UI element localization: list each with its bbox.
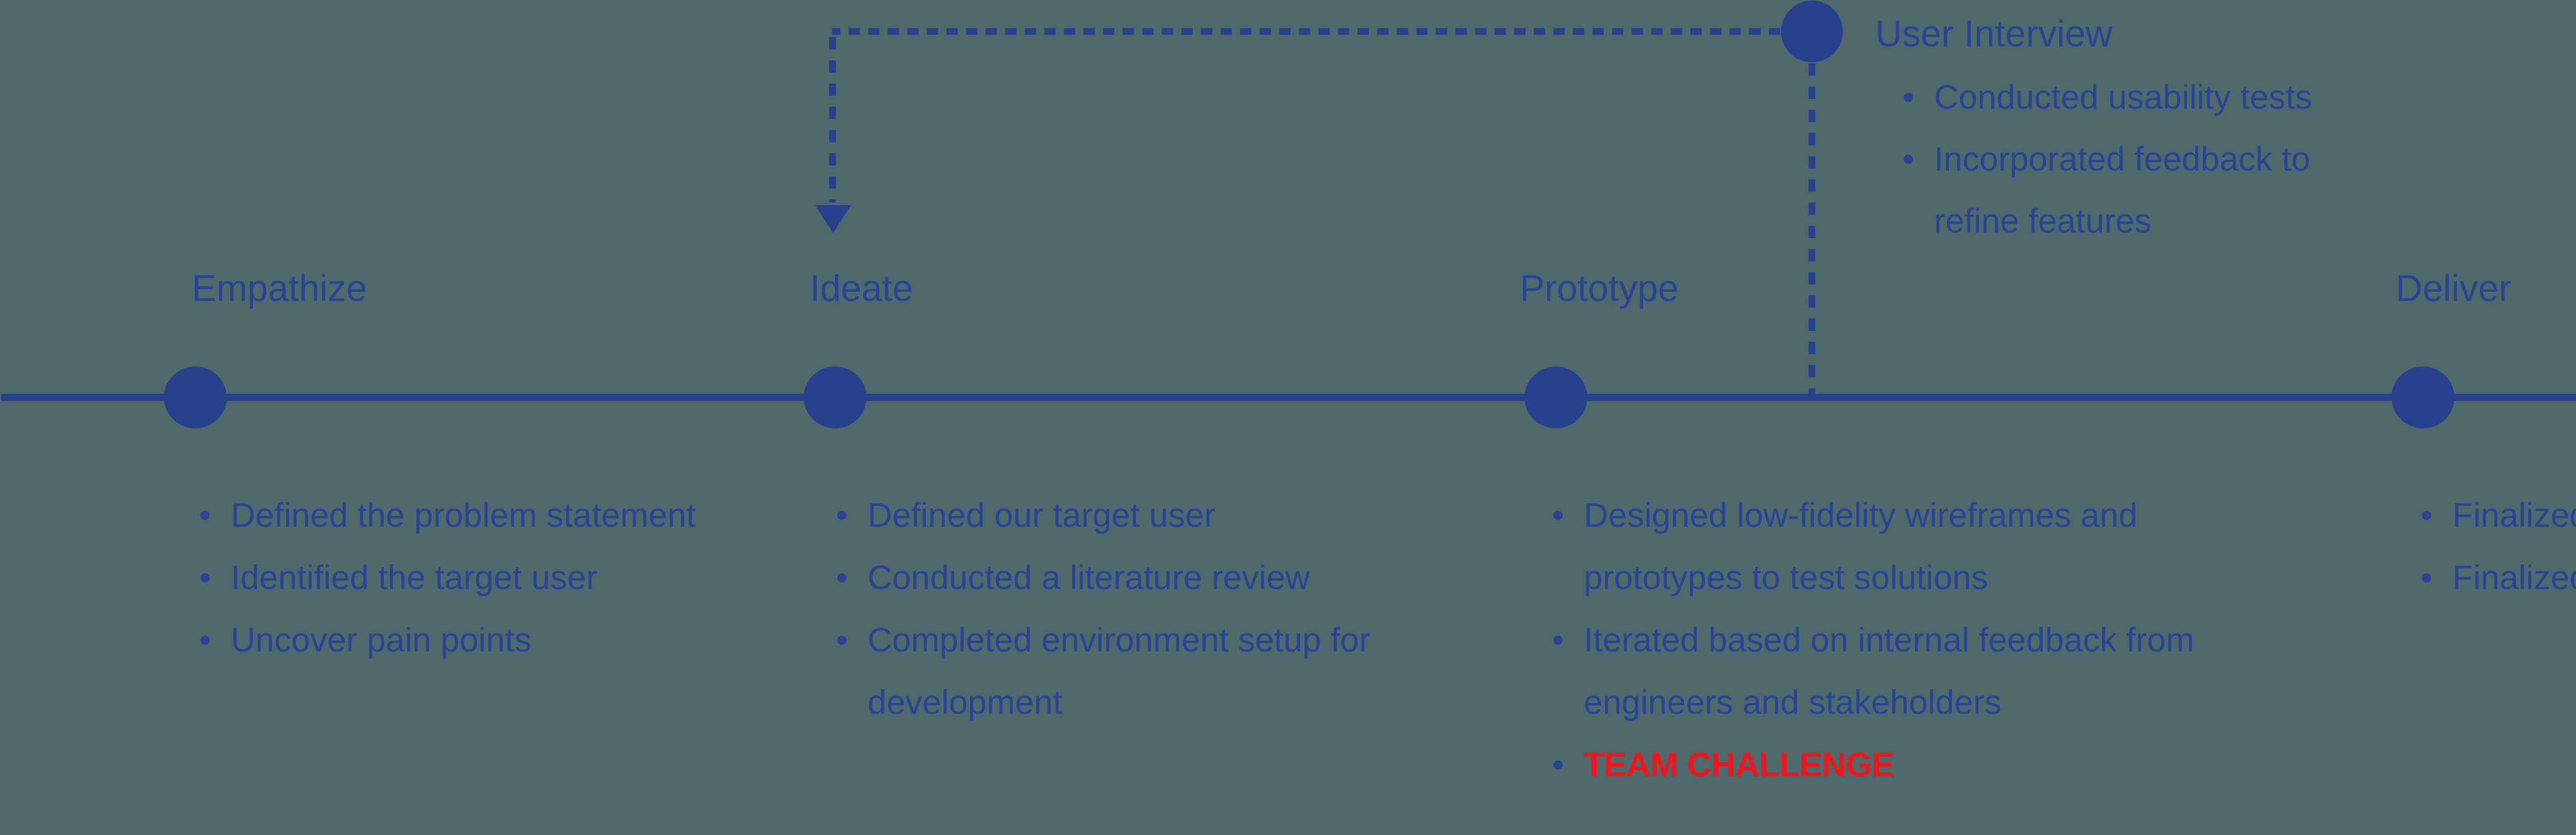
list-item: • Uncover pain points — [194, 608, 696, 671]
bullet-icon: • — [836, 620, 848, 659]
stage-label-prototype: Prototype — [1520, 268, 1679, 309]
bullet-icon: • — [199, 620, 211, 659]
list-item: • Defined the problem statement — [194, 483, 696, 546]
list-item-text: prototypes to test solutions — [1584, 558, 1989, 596]
bullet-icon: • — [1552, 745, 1564, 783]
list-item-text: Defined our target user — [868, 495, 1216, 534]
list-item-text: Incorporated feedback to — [1934, 140, 2311, 178]
list-item: • Defined our target user — [831, 483, 1370, 546]
list-item-continuation: • engineers and stakeholders — [1547, 671, 2194, 733]
bullet-icon: • — [2420, 558, 2433, 596]
list-item: • TEAM CHALLENGE — [1547, 733, 2194, 795]
bullet-icon: • — [199, 558, 211, 596]
list-item: • Incorporated feedback to — [1897, 128, 2312, 190]
callout-dot-user-interview — [1781, 1, 1843, 62]
list-item-text: development — [868, 682, 1062, 721]
callout-label-user-interview: User Interview — [1875, 13, 2113, 55]
bullet-list-deliver: • Finalized the UI/UX design • Finalized… — [2415, 483, 2576, 608]
list-item-continuation: • prototypes to test solutions — [1547, 546, 2194, 608]
list-item-text: Conducted usability tests — [1934, 78, 2312, 116]
bullet-icon: • — [836, 558, 848, 596]
stage-dot-empathize — [164, 366, 227, 428]
bullet-icon: • — [2420, 495, 2433, 534]
stage-label-ideate: Ideate — [810, 268, 913, 309]
list-item: • Finalized the UI/UX design — [2415, 483, 2576, 546]
list-item-text: Designed low-fidelity wireframes and — [1584, 495, 2138, 534]
stage-label-empathize: Empathize — [192, 268, 367, 309]
list-item-text: Iterated based on internal feedback from — [1584, 620, 2195, 659]
list-item-continuation: • refine features — [1897, 190, 2312, 252]
list-item-text: Finalized the UI/UX design — [2452, 495, 2576, 534]
list-item-text: refine features — [1934, 202, 2151, 240]
list-item-text: engineers and stakeholders — [1584, 682, 2002, 721]
list-item-text: Uncover pain points — [231, 620, 532, 659]
bullet-icon: • — [1902, 140, 1914, 178]
stage-label-deliver: Deliver — [2396, 268, 2512, 309]
team-challenge-text: TEAM CHALLENGE — [1584, 745, 1894, 783]
bullet-list-user-interview: • Conducted usability tests • Incorporat… — [1897, 66, 2312, 252]
bullet-icon: • — [1552, 620, 1564, 659]
bullet-icon: • — [199, 495, 211, 534]
bullet-list-ideate: • Defined our target user • Conducted a … — [831, 483, 1370, 733]
stage-dot-prototype — [1524, 366, 1587, 428]
stage-dot-deliver — [2392, 366, 2454, 428]
list-item: • Designed low-fidelity wireframes and — [1547, 483, 2194, 546]
bullet-list-prototype: • Designed low-fidelity wireframes and •… — [1547, 483, 2194, 795]
list-item-text: Conducted a literature review — [868, 558, 1310, 596]
bullet-icon: • — [836, 495, 848, 534]
stage-dot-ideate — [804, 366, 867, 428]
list-item: • Identified the target user — [194, 546, 696, 608]
list-item-text: Completed environment setup for — [868, 620, 1370, 659]
list-item-text: Identified the target user — [231, 558, 598, 596]
list-item: • Conducted usability tests — [1897, 66, 2312, 128]
list-item: • Finalized the Backend — [2415, 546, 2576, 608]
bullet-icon: • — [1552, 495, 1564, 534]
list-item: • Conducted a literature review — [831, 546, 1370, 608]
bullet-list-empathize: • Defined the problem statement • Identi… — [194, 483, 696, 671]
list-item-text: Defined the problem statement — [231, 495, 696, 534]
bullet-icon: • — [1902, 78, 1914, 116]
list-item: • Iterated based on internal feedback fr… — [1547, 608, 2194, 671]
list-item-text: Finalized the Backend — [2452, 558, 2576, 596]
dashed-arrow-down-icon — [815, 205, 851, 233]
list-item-continuation: • development — [831, 671, 1370, 733]
list-item: • Completed environment setup for — [831, 608, 1370, 671]
